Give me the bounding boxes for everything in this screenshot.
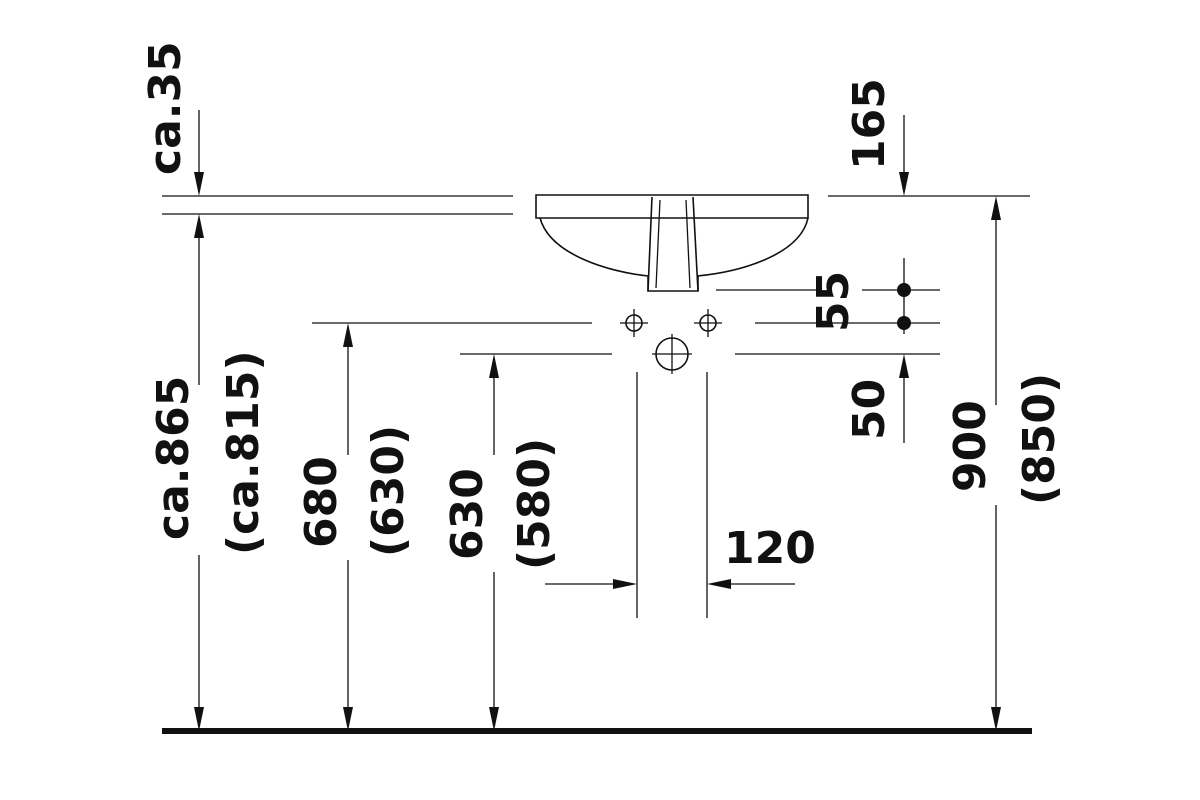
dim-overflow-depth-label: ca.35 (140, 41, 191, 175)
dim-supply-height (343, 323, 353, 731)
dim-hole-to-waste-label: 50 (844, 379, 895, 440)
dim-waste-height-alt-label: (580) (509, 438, 560, 570)
supply-hole-right (694, 309, 722, 337)
dim-rim-height-label: ca.865 (148, 376, 199, 540)
dim-overflow-depth (194, 110, 204, 238)
waste-outlet (652, 334, 692, 374)
dim-total-height (991, 196, 1001, 731)
dim-rim-to-hole (899, 115, 909, 196)
dim-rim-height (194, 220, 204, 731)
dim-waste-width-label: 120 (724, 523, 816, 574)
dim-hole-to-waste (899, 354, 909, 443)
dim-supply-height-label: 680 (296, 456, 347, 548)
dim-rim-height-alt-label: (ca.815) (218, 350, 269, 555)
dim-rim-to-hole-label: 165 (844, 78, 895, 170)
supply-hole-left (620, 309, 648, 337)
dim-supply-height-alt-label: (630) (363, 425, 414, 557)
dim-waste-height (489, 354, 499, 731)
dim-hole-spacing-label: 55 (808, 271, 859, 332)
dim-total-height-label: 900 (945, 400, 996, 492)
dim-waste-height-label: 630 (442, 468, 493, 560)
dim-waste-width (545, 579, 795, 589)
dim-total-height-alt-label: (850) (1014, 373, 1065, 505)
washbasin (535, 194, 809, 292)
